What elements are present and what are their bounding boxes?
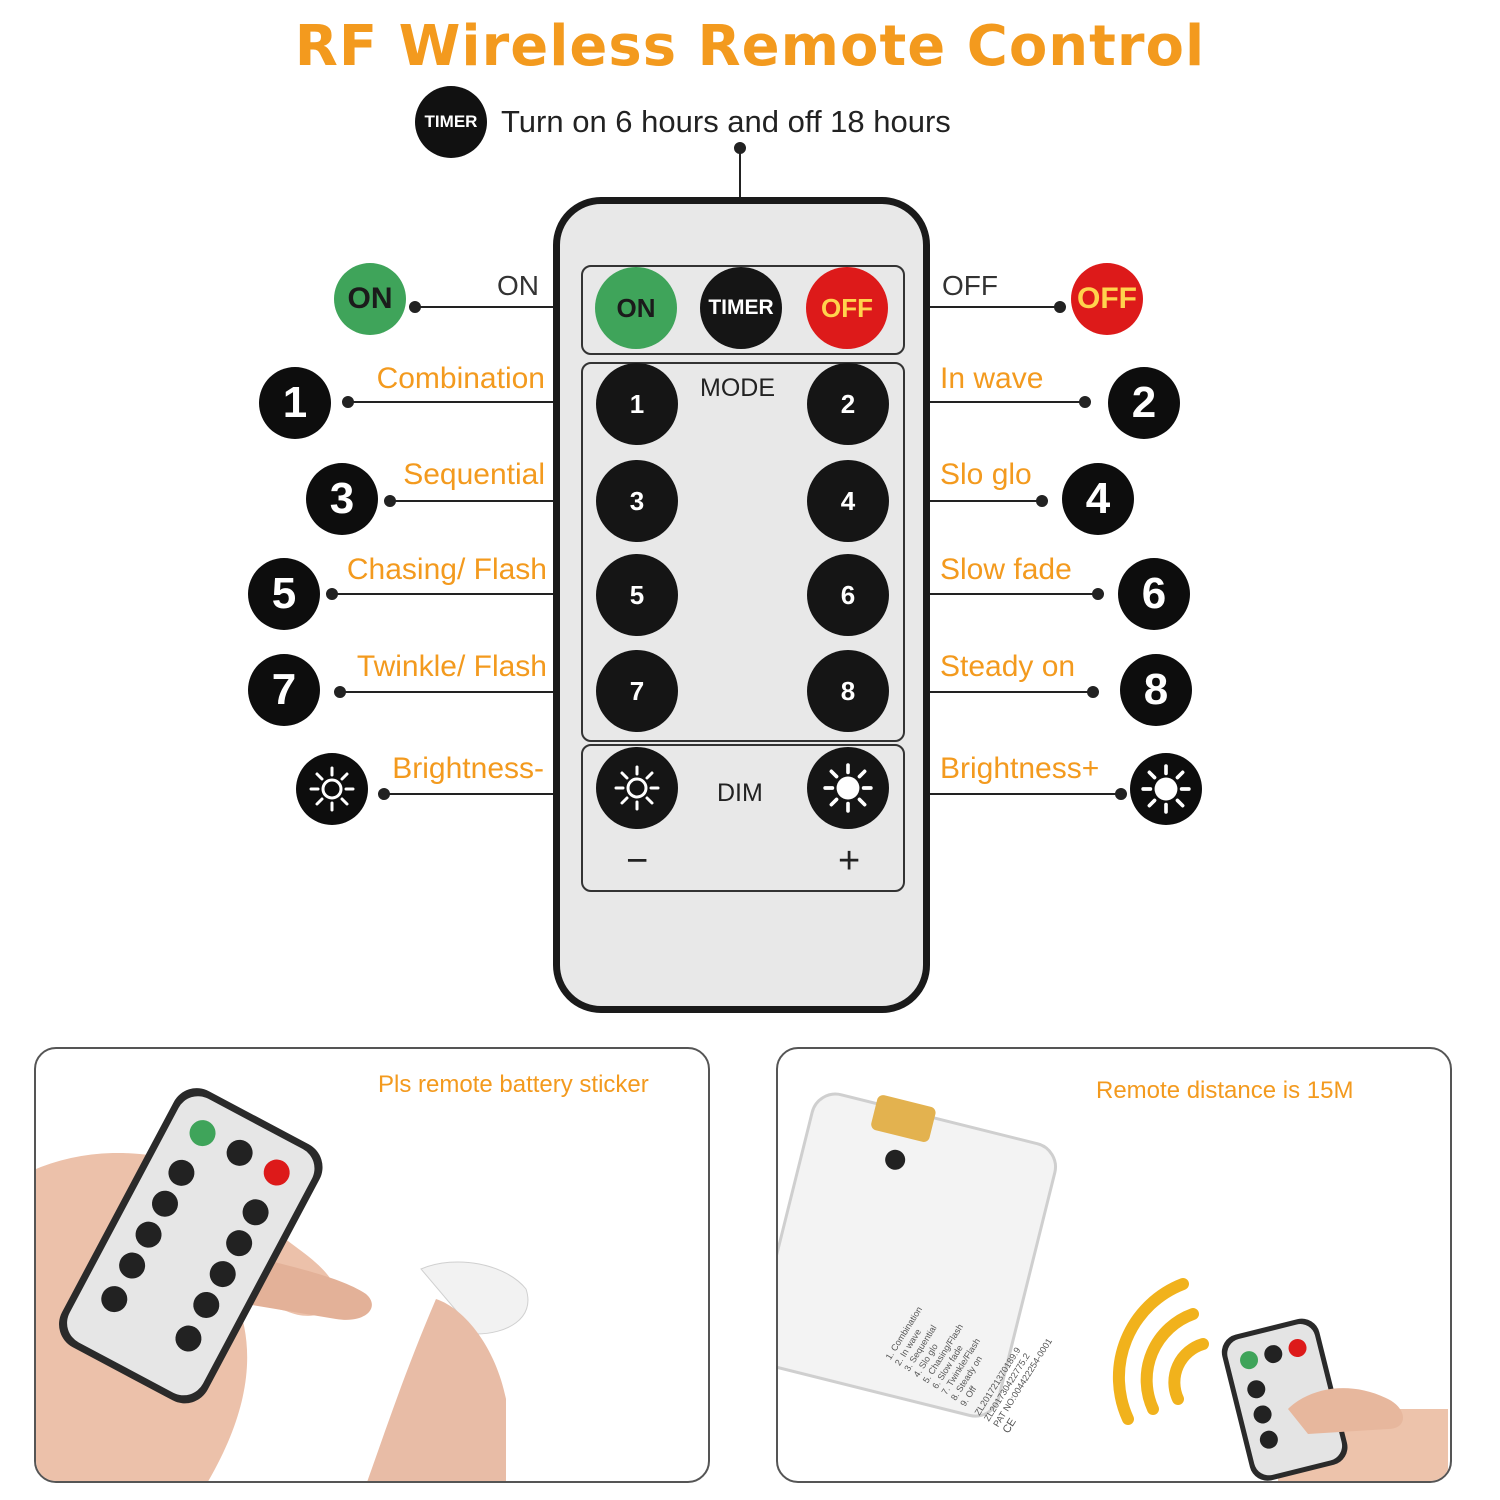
- mode-button-4[interactable]: 4: [807, 460, 889, 542]
- brightness-plus-desc: Brightness+: [940, 752, 1100, 785]
- mode-button-5[interactable]: 5: [596, 554, 678, 636]
- leader-dot: [1092, 588, 1104, 600]
- number-badge-2: 2: [1108, 367, 1180, 439]
- sun-outline-icon: [309, 766, 355, 812]
- number-badge-8: 8: [1120, 654, 1192, 726]
- dim-label: DIM: [717, 779, 763, 807]
- on-badge: ON: [334, 263, 406, 335]
- sun-outline-icon: [614, 765, 660, 811]
- mode-desc-2: In wave: [940, 362, 1044, 395]
- mode-desc-6: Slow fade: [940, 553, 1072, 586]
- timer-note: TIMER Turn on 6 hours and off 18 hours: [415, 86, 951, 158]
- battery-sticker-photo: Pls remote battery sticker: [34, 1047, 710, 1483]
- number-badge-5: 5: [248, 558, 320, 630]
- leader-dot: [1036, 495, 1048, 507]
- leader-dot: [334, 686, 346, 698]
- mode-label: MODE: [700, 374, 775, 402]
- leader-dot: [409, 301, 421, 313]
- brightness-plus-badge: [1130, 753, 1202, 825]
- mode-button-1[interactable]: 1: [596, 363, 678, 445]
- number-badge-4: 4: [1062, 463, 1134, 535]
- power-panel: [581, 265, 905, 355]
- off-badge: OFF: [1071, 263, 1143, 335]
- brightness-minus-button[interactable]: [596, 747, 678, 829]
- leader-dot: [1054, 301, 1066, 313]
- left-photo-caption: Pls remote battery sticker: [378, 1071, 649, 1098]
- hand-holding-remote-illustration: [36, 1088, 529, 1481]
- brightness-minus-badge: [296, 753, 368, 825]
- number-badge-3: 3: [306, 463, 378, 535]
- signal-waves-icon: [1112, 1278, 1448, 1481]
- on-button[interactable]: ON: [595, 267, 677, 349]
- leader-dot: [734, 142, 746, 154]
- mode-button-3[interactable]: 3: [596, 460, 678, 542]
- mode-panel: [581, 362, 905, 742]
- remote-distance-photo: 1. Combination 2. In wave 3. Sequential …: [776, 1047, 1452, 1483]
- timer-badge: TIMER: [415, 86, 487, 158]
- off-text: OFF: [942, 270, 998, 301]
- leader-dot: [1115, 788, 1127, 800]
- timer-button[interactable]: TIMER: [700, 267, 782, 349]
- dim-panel: [581, 744, 905, 892]
- mode-desc-7: Twinkle/ Flash: [356, 650, 547, 683]
- mode-desc-1: Combination: [376, 362, 545, 395]
- number-badge-1: 1: [259, 367, 331, 439]
- mode-button-2[interactable]: 2: [807, 363, 889, 445]
- mode-desc-5: Chasing/ Flash: [346, 553, 547, 586]
- right-photo-caption: Remote distance is 15M: [1096, 1077, 1354, 1104]
- leader-dot: [342, 396, 354, 408]
- mode-desc-3: Sequential: [403, 458, 545, 491]
- mode-desc-4: Slo glo: [940, 458, 1032, 491]
- minus-sign: −: [626, 840, 649, 882]
- mode-desc-8: Steady on: [940, 650, 1076, 683]
- battery-box-illustration: [778, 1092, 1057, 1418]
- leader-dot: [1087, 686, 1099, 698]
- mode-button-6[interactable]: 6: [807, 554, 889, 636]
- off-button[interactable]: OFF: [806, 267, 888, 349]
- on-text: ON: [497, 270, 539, 301]
- number-badge-6: 6: [1118, 558, 1190, 630]
- leader-dot: [326, 588, 338, 600]
- sun-filled-icon: [823, 763, 873, 813]
- sun-filled-icon: [1141, 764, 1191, 814]
- leader-dot: [384, 495, 396, 507]
- number-badge-7: 7: [248, 654, 320, 726]
- mode-button-8[interactable]: 8: [807, 650, 889, 732]
- plus-sign: +: [838, 840, 861, 882]
- timer-description: Turn on 6 hours and off 18 hours: [501, 104, 951, 139]
- mode-button-7[interactable]: 7: [596, 650, 678, 732]
- leader-dot: [1079, 396, 1091, 408]
- brightness-plus-button[interactable]: [807, 747, 889, 829]
- page-title: RF Wireless Remote Control: [294, 14, 1206, 79]
- leader-dot: [378, 788, 390, 800]
- brightness-minus-desc: Brightness-: [392, 752, 544, 785]
